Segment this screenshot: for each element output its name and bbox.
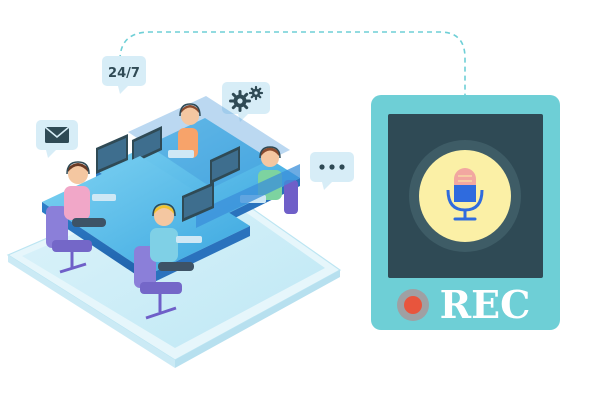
record-dot-icon <box>397 289 429 321</box>
monitor-back-1 <box>132 126 162 164</box>
recorder-device: REC <box>371 95 560 330</box>
monitor-front-2 <box>182 182 214 222</box>
connector-line <box>119 31 466 96</box>
rec-label: REC <box>440 282 531 327</box>
chair-front-left <box>46 206 92 274</box>
support-hours-label: 24/7 <box>108 66 140 81</box>
settings-bubble <box>222 82 270 122</box>
chat-bubble <box>310 152 354 190</box>
agent-front-2 <box>150 203 202 271</box>
agent-front-1 <box>64 161 116 227</box>
gears-icon <box>229 85 264 112</box>
monitor-back-2 <box>210 146 240 184</box>
monitor-front-1 <box>96 134 128 174</box>
support-bubble: 24/7 <box>102 56 146 94</box>
envelope-icon <box>44 126 70 143</box>
mail-bubble <box>36 120 78 158</box>
microphone-icon <box>446 168 484 221</box>
agent-back-1 <box>168 103 201 158</box>
ellipsis-icon <box>319 164 345 170</box>
